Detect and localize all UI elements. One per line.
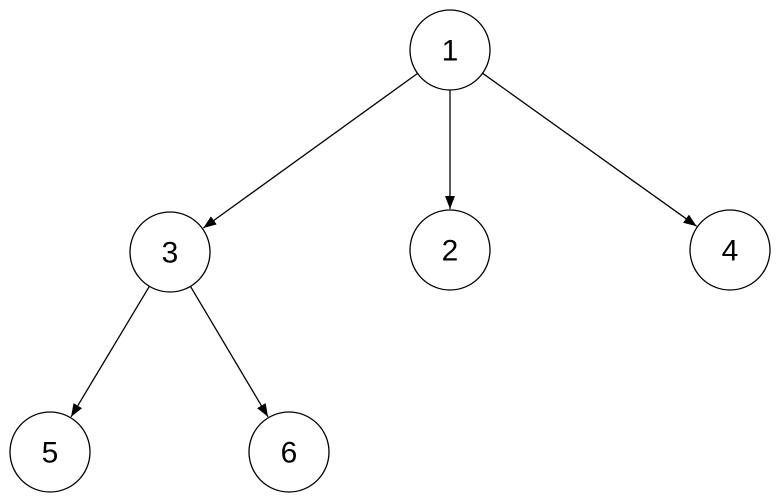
tree-node-5: 5 [9, 411, 91, 493]
node-label-1: 1 [442, 35, 459, 68]
node-label-2: 2 [442, 235, 459, 268]
tree-node-1: 1 [409, 9, 491, 91]
node-circle-3 [129, 211, 211, 293]
node-label-5: 5 [42, 437, 59, 470]
node-label-4: 4 [722, 235, 739, 268]
node-label-3: 3 [162, 237, 179, 270]
tree-node-2: 2 [409, 209, 491, 291]
node-circle-5 [9, 411, 91, 493]
tree-edge-1-4 [482, 72, 697, 227]
tree-edge-3-6 [189, 286, 269, 418]
node-circle-4 [689, 209, 771, 291]
node-circle-1 [409, 9, 491, 91]
tree-node-3: 3 [129, 211, 211, 293]
node-label-6: 6 [281, 437, 298, 470]
node-circle-2 [409, 209, 491, 291]
tree-edge-1-3 [202, 72, 418, 229]
tree-node-6: 6 [248, 411, 330, 493]
tree-node-4: 4 [689, 209, 771, 291]
tree-edge-3-5 [70, 285, 150, 418]
node-circle-6 [248, 411, 330, 493]
